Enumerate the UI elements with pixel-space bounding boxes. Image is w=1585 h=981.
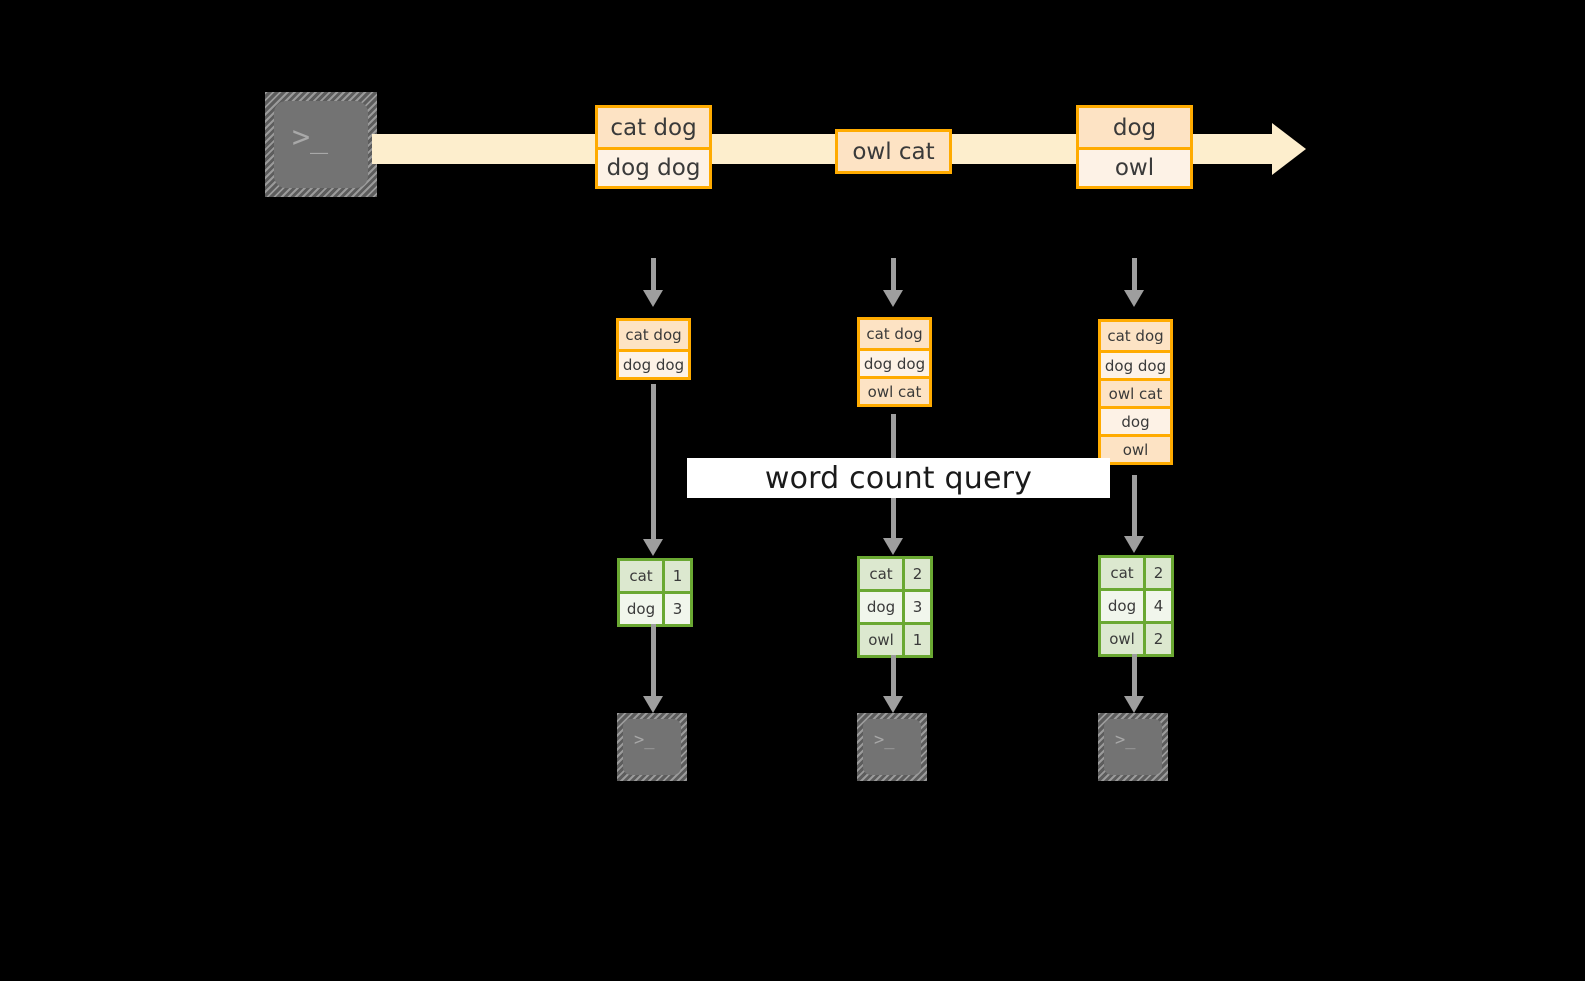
result-count: 2 <box>902 559 930 589</box>
snapshot-1-sink-arrowhead <box>643 696 663 713</box>
snapshot-1-query-line <box>651 384 656 539</box>
snapshot-3-sink-line <box>1132 654 1137 696</box>
result-word: cat <box>1101 558 1143 588</box>
terminal-screen: >_ <box>623 719 681 775</box>
snapshot-2-query-arrowhead <box>883 538 903 555</box>
accumulated-line: cat dog <box>860 320 929 348</box>
table-row: dog 3 <box>620 591 690 624</box>
snapshot-2-trigger-line <box>891 258 896 290</box>
result-count: 1 <box>902 625 930 655</box>
record-line: dog dog <box>598 147 709 186</box>
accumulated-line: owl <box>1101 434 1170 462</box>
record-line: owl cat <box>838 132 949 171</box>
table-row: owl 2 <box>1101 621 1171 654</box>
table-row: cat 2 <box>1101 558 1171 588</box>
query-label: word count query <box>687 458 1110 498</box>
accumulated-line: dog dog <box>860 348 929 376</box>
snapshot-2-sink-line <box>891 655 896 696</box>
stream-arrowhead <box>1272 123 1306 175</box>
accumulated-line: owl cat <box>860 376 929 404</box>
terminal-screen: >_ <box>274 101 368 188</box>
table-row: cat 1 <box>620 561 690 591</box>
stream-record-3: dog owl <box>1076 105 1193 189</box>
snapshot-2-result-table: cat 2 dog 3 owl 1 <box>857 556 933 658</box>
stream-record-2: owl cat <box>835 129 952 174</box>
snapshot-3-query-line <box>1132 475 1137 536</box>
result-word: owl <box>1101 624 1143 654</box>
table-row: dog 4 <box>1101 588 1171 621</box>
result-count: 3 <box>902 592 930 622</box>
stream-record-1: cat dog dog dog <box>595 105 712 189</box>
record-line: owl <box>1079 147 1190 186</box>
snapshot-1-trigger-line <box>651 258 656 290</box>
result-count: 1 <box>662 561 690 591</box>
snapshot-2-accumulated-box: cat dog dog dog owl cat <box>857 317 932 407</box>
record-line: dog <box>1079 108 1190 147</box>
result-word: owl <box>860 625 902 655</box>
terminal-prompt: >_ <box>634 730 655 750</box>
snapshot-1-result-table: cat 1 dog 3 <box>617 558 693 627</box>
terminal-screen: >_ <box>1104 719 1162 775</box>
result-word: cat <box>860 559 902 589</box>
query-label-text: word count query <box>764 460 1033 496</box>
table-row: cat 2 <box>860 559 930 589</box>
accumulated-line: cat dog <box>619 321 688 349</box>
snapshot-2-trigger-arrowhead <box>883 290 903 307</box>
terminal-prompt: >_ <box>292 120 329 155</box>
snapshot-3-sink-terminal-icon: >_ <box>1098 713 1168 781</box>
table-row: owl 1 <box>860 622 930 655</box>
snapshot-1-accumulated-box: cat dog dog dog <box>616 318 691 380</box>
terminal-screen: >_ <box>863 719 921 775</box>
result-word: dog <box>860 592 902 622</box>
result-count: 3 <box>662 594 690 624</box>
snapshot-3-query-arrowhead <box>1124 536 1144 553</box>
terminal-prompt: >_ <box>1115 730 1136 750</box>
accumulated-line: dog dog <box>1101 350 1170 378</box>
result-word: dog <box>620 594 662 624</box>
result-word: cat <box>620 561 662 591</box>
terminal-prompt: >_ <box>874 730 895 750</box>
accumulated-line: dog dog <box>619 349 688 377</box>
snapshot-3-trigger-arrowhead <box>1124 290 1144 307</box>
snapshot-1-sink-line <box>651 624 656 696</box>
result-count: 2 <box>1143 558 1171 588</box>
snapshot-3-trigger-line <box>1132 258 1137 290</box>
snapshot-3-sink-arrowhead <box>1124 696 1144 713</box>
source-terminal-icon: >_ <box>265 92 377 197</box>
snapshot-3-accumulated-box: cat dog dog dog owl cat dog owl <box>1098 319 1173 465</box>
snapshot-2-sink-arrowhead <box>883 696 903 713</box>
snapshot-2-sink-terminal-icon: >_ <box>857 713 927 781</box>
table-row: dog 3 <box>860 589 930 622</box>
result-count: 4 <box>1143 591 1171 621</box>
result-count: 2 <box>1143 624 1171 654</box>
snapshot-1-trigger-arrowhead <box>643 290 663 307</box>
snapshot-1-query-arrowhead <box>643 539 663 556</box>
result-word: dog <box>1101 591 1143 621</box>
snapshot-1-sink-terminal-icon: >_ <box>617 713 687 781</box>
accumulated-line: owl cat <box>1101 378 1170 406</box>
record-line: cat dog <box>598 108 709 147</box>
accumulated-line: cat dog <box>1101 322 1170 350</box>
accumulated-line: dog <box>1101 406 1170 434</box>
snapshot-3-result-table: cat 2 dog 4 owl 2 <box>1098 555 1174 657</box>
